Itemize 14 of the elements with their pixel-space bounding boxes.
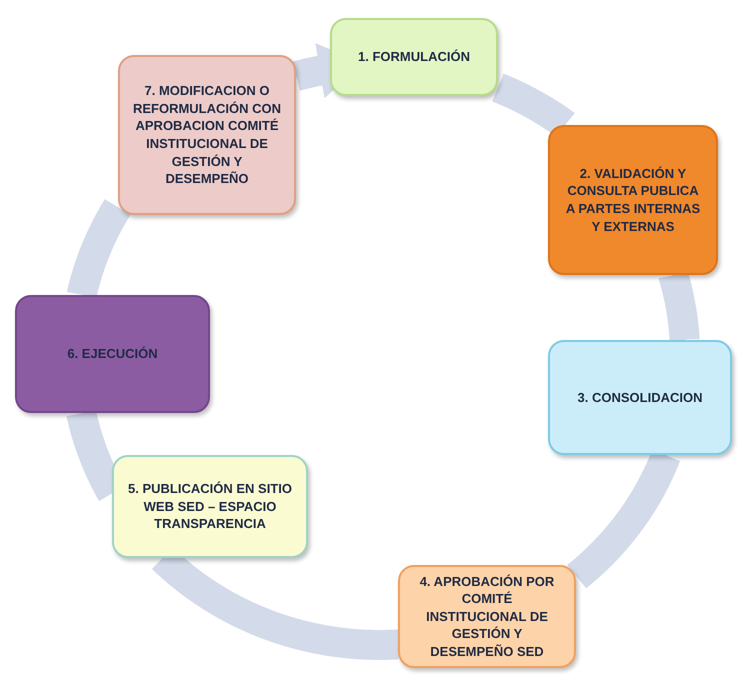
process-box — [112, 455, 308, 558]
step-label: 5. PUBLICACIÓN EN SITIO WEB SED – ESPACIO TRANSPARENCIA — [127, 480, 293, 533]
step-label: 1. FORMULACIÓN — [358, 48, 470, 66]
process-box — [15, 295, 210, 413]
step-label: 2. VALIDACIÓN Y CONSULTA PUBLICA A PARTES INTERNAS Y EXTERNAS — [564, 164, 702, 236]
process-box — [548, 125, 718, 275]
step-label: 3. CONSOLIDACION — [578, 388, 702, 406]
step-label: 7. MODIFICACION O REFORMULACIÓN CON APROBACION COMITÉ INSTITUCIONAL DE GESTIÓN Y DESEMPEÑO — [132, 82, 282, 188]
process-box — [398, 565, 576, 668]
step-label: 6. EJECUCIÓN — [67, 345, 158, 363]
process-box — [330, 18, 498, 96]
process-box — [118, 55, 296, 215]
step-label: 4. APROBACIÓN POR COMITÉ INSTITUCIONAL DE GESTIÓN Y DESEMPEÑO SED — [418, 572, 556, 660]
process-box — [548, 340, 732, 455]
